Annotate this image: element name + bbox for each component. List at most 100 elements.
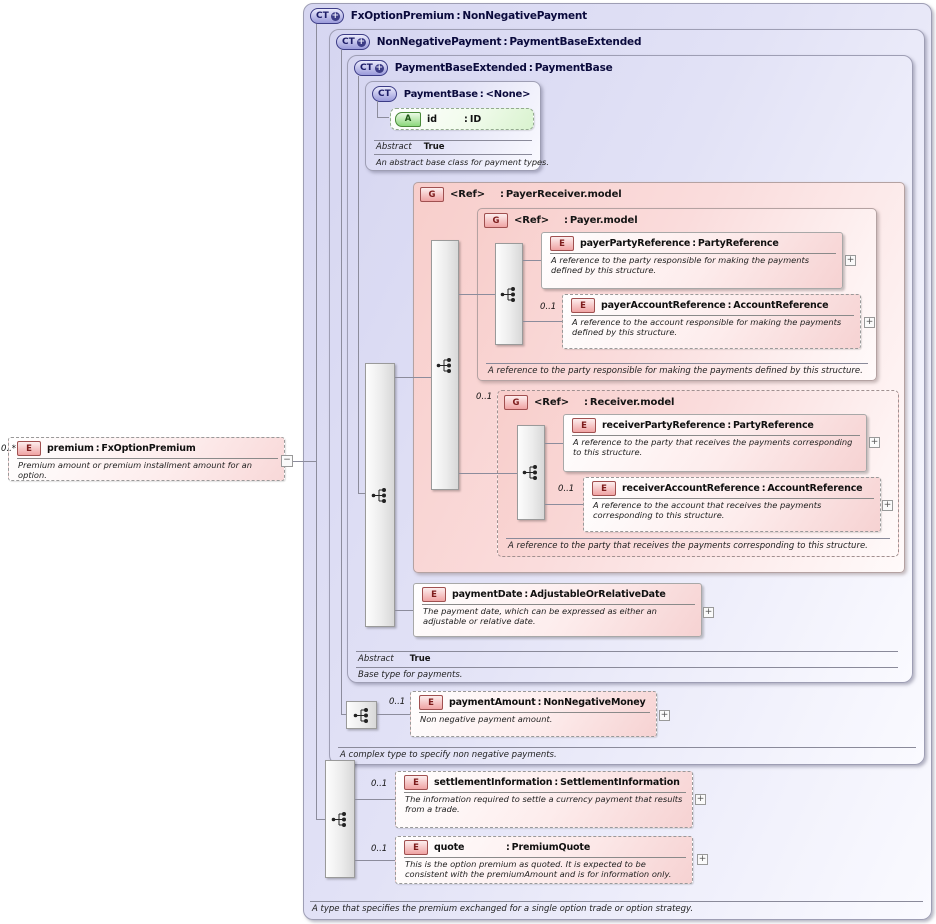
settlementinformation-occurrence: 0..1 [371,779,388,789]
expand-button[interactable]: + [697,854,708,865]
quote-description: This is the option premium as quoted. It… [405,859,672,879]
expand-button[interactable]: + [845,255,856,266]
abstract-row: Abstract True [376,142,445,152]
divider [419,712,650,713]
expand-button[interactable]: + [864,317,875,328]
derived-plus-icon: + [374,62,384,73]
payer-model-title: <Ref>:Payer.model [514,215,638,226]
receiveraccountreference-description: A reference to the account that receives… [593,500,822,520]
group-badge: G [420,187,444,202]
quote-title: quote:PremiumQuote [434,842,591,853]
element-box-payerpartyreference: E payerPartyReference:PartyReference A r… [541,232,843,289]
sequence-compositor-paymentbaseextended [365,363,395,627]
payer-model-footer: A reference to the party responsible for… [486,363,868,376]
element-badge: E [571,298,595,313]
divider [571,315,854,316]
connector-line [358,76,359,494]
collapse-button[interactable]: − [281,455,293,467]
element-badge: E [17,441,41,456]
fxoptionpremium-header: CT+ FxOptionPremium:NonNegativePayment [310,8,587,24]
abstract-row: Abstract True [358,654,431,664]
receiver-model-occurrence: 0..1 [476,392,493,402]
paymentamount-title: paymentAmount:NonNegativeMoney [449,697,646,708]
element-badge: E [422,587,446,602]
element-badge: E [572,418,596,433]
expand-button[interactable]: + [882,500,893,511]
receiver-model-title: <Ref>:Receiver.model [534,397,675,408]
divider [17,458,278,459]
paymentbase-meta: Abstract True An abstract base class for… [374,140,549,169]
paymentbaseextended-title: PaymentBaseExtended:PaymentBase [394,62,613,74]
attribute-id-title: id:ID [427,113,482,125]
group-badge: G [484,213,508,228]
complextype-box-paymentbase: CT PaymentBase:<None> A id:ID Abstract T… [365,81,549,171]
connector-line [459,294,495,295]
element-box-paymentdate: E paymentDate:AdjustableOrRelativeDate T… [413,583,702,637]
connector-line [377,101,378,118]
premium-description: Premium amount or premium installment am… [18,460,253,480]
element-badge: E [419,695,443,710]
connector-line [459,473,517,474]
complextype-badge: CT [372,86,397,102]
expand-button[interactable]: + [869,437,880,448]
fxoptionpremium-title: FxOptionPremium:NonNegativePayment [350,10,587,22]
connector-line [355,799,395,800]
paymentamount-occurrence: 0..1 [389,697,406,707]
sequence-compositor-fxoptionpremium [325,760,355,878]
connector-line [545,443,563,444]
receiver-model-footer: A reference to the party that receives t… [506,538,890,551]
connector-line [341,50,342,715]
complextype-badge: CT+ [310,8,344,24]
paymentdate-description: The payment date, which can be expressed… [423,606,657,626]
element-box-receiveraccountreference: E receiverAccountReference:AccountRefere… [583,477,881,532]
expand-button[interactable]: + [703,607,714,618]
sequence-icon [436,357,451,373]
receiveraccountreference-occurrence: 0..1 [558,484,575,494]
connector-line [377,117,389,118]
payerreceiver-model-header: G <Ref>:PayerReceiver.model [420,187,622,202]
divider [422,604,695,605]
element-box-quote: E quote:PremiumQuote This is the option … [395,836,693,884]
element-box-premium: E premium:FxOptionPremium Premium amount… [8,437,285,481]
complextype-badge: CT+ [354,60,388,76]
nonnegativepayment-header: CT+ NonNegativePayment:PaymentBaseExtend… [336,34,641,50]
connector-line [358,493,365,494]
complextype-badge: CT+ [336,34,370,50]
payerpartyreference-description: A reference to the party responsible for… [551,255,810,275]
paymentbaseextended-footer: Base type for payments. [358,670,463,680]
sequence-icon [371,487,386,503]
paymentbase-header: CT PaymentBase:<None> [372,86,530,102]
expand-button[interactable]: + [695,794,706,805]
premium-title: premium:FxOptionPremium [47,443,196,454]
element-box-payeraccountreference: E payerAccountReference:AccountReference… [562,294,861,349]
receiverpartyreference-title: receiverPartyReference:PartyReference [602,420,814,431]
sequence-icon [331,811,346,827]
payer-model-header: G <Ref>:Payer.model [484,213,638,228]
element-box-paymentamount: E paymentAmount:NonNegativeMoney Non neg… [410,691,657,737]
divider [374,154,532,155]
payeraccountreference-description: A reference to the account responsible f… [572,317,842,337]
payeraccountreference-title: payerAccountReference:AccountReference [601,300,829,311]
attribute-badge: A [395,111,421,127]
connector-line [395,377,431,378]
connector-line [355,860,395,861]
sequence-icon [522,465,537,480]
connector-line [316,819,325,820]
connector-line [316,24,317,820]
element-badge: E [592,481,616,496]
nonnegativepayment-title: NonNegativePayment:PaymentBaseExtended [376,36,642,48]
sequence-compositor-payerreceiver [431,240,459,490]
element-box-receiverpartyreference: E receiverPartyReference:PartyReference … [563,414,867,472]
element-badge: E [404,840,428,855]
element-box-settlementinformation: E settlementInformation:SettlementInform… [395,771,693,828]
payerreceiver-model-title: <Ref>:PayerReceiver.model [450,189,622,200]
connector-line [341,714,346,715]
attribute-box-id: A id:ID [390,108,534,130]
sequence-compositor-nonnegativepayment [346,701,377,729]
element-badge: E [404,775,428,790]
receiver-model-header: G <Ref>:Receiver.model [504,395,674,410]
expand-button[interactable]: + [659,710,670,721]
paymentbase-title: PaymentBase:<None> [403,88,531,100]
connector-line [293,461,316,462]
receiveraccountreference-title: receiverAccountReference:AccountReferenc… [622,483,863,494]
